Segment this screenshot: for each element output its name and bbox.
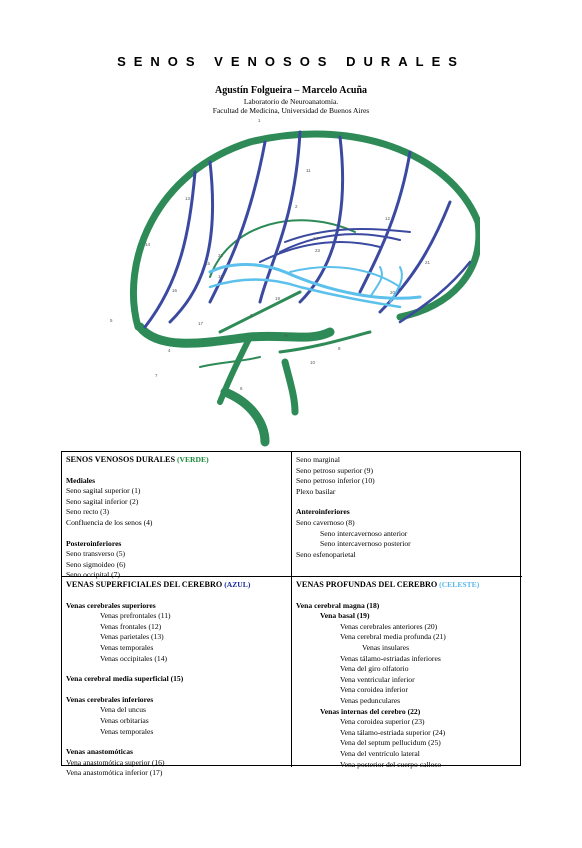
list-item: Venas tálamo-estriadas inferiores [340,653,441,663]
senos-tag: (VERDE) [176,455,209,464]
list-item: Vena anastomótica inferior (17) [66,768,163,778]
diagram-label-9: 9 [285,333,288,338]
jugular [220,387,270,447]
diagram-label-5: 5 [110,318,113,323]
list-item: Vena del giro olfatorio [340,664,409,674]
diagram-label-7: 7 [155,373,158,378]
list-item: Venas insulares [362,642,410,652]
diagram-label-16: 16 [172,288,178,293]
venous-sinus-diagram: 1 2 3 4 5 6 7 8 9 10 11 12 13 14 15 16 1… [110,118,480,447]
inferior-sagittal-sinus [209,219,356,278]
diagram-label-18: 18 [218,274,224,279]
affiliation-line-2: Facultad de Medicina, Universidad de Bue… [212,106,370,115]
diagram-label-23: 23 [315,248,321,253]
list-item: Venas temporales [100,642,154,652]
list-item: Seno sagital inferior (2) [66,496,139,506]
diagram-label-24: 24 [313,236,319,241]
media-title: Vena cerebral media superficial (15) [66,674,184,684]
sup-title: Venas cerebrales superiores [66,600,156,610]
diagram-label-13: 13 [185,196,191,201]
diagram-label-1: 1 [258,118,261,123]
diagram-label-19: 19 [275,296,281,301]
internas-title: Venas internas del cerebro (22) [320,706,421,716]
list-item: Seno esfenoparietal [296,549,356,559]
posteroinferiores-title: Posteroinferiores [66,538,122,548]
senos-cell: SENOS VENOSOS DURALES (VERDE) Mediales S… [62,452,292,579]
superior-sagittal-sinus [129,130,480,331]
diagram-label-8: 8 [338,346,341,351]
superficiales-tag: (AZUL) [224,580,251,589]
profundas-heading: VENAS PROFUNDAS DEL CEREBRO [296,580,438,589]
affiliation-line-1: Laboratorio de Neuroanatomía. [243,97,339,106]
list-item: Confluencia de los senos (4) [66,517,153,527]
list-item: Vena ventricular inferior [340,674,415,684]
list-item: Venas orbitarias [100,715,149,725]
basal-title: Vena basal (19) [320,611,370,621]
authors: Agustín Folgueira – Marcelo Acuña [214,85,368,96]
list-item: Vena posterior del cuerpo calloso [340,759,442,769]
diagram-label-22: 22 [218,253,224,258]
profundas-tag: (CELESTE) [439,580,480,589]
list-item: Venas prefrontales (11) [100,611,171,621]
list-item: Vena coroidea inferior [340,685,408,695]
diagram-label-21: 21 [425,260,431,265]
list-item: Seno petroso superior (9) [296,465,373,475]
list-item: Venas occipitales (14) [100,653,168,663]
diagram-label-4: 4 [168,348,171,353]
diagram-label-3: 3 [250,313,253,318]
anteroinferiores-title: Anteroinferiores [296,507,350,517]
list-item: Venas parietales (13) [100,632,164,642]
anast-title: Venas anastomóticas [66,747,134,757]
list-item: Vena del uncus [100,705,146,715]
list-item: Seno transverso (5) [66,549,126,559]
list-item: Vena tálamo-estriada superior (24) [340,727,446,737]
profundas-cell: VENAS PROFUNDAS DEL CEREBRO (CELESTE) Ve… [292,577,522,769]
mediales-title: Mediales [66,475,96,485]
internal-jugular [281,358,299,416]
superficiales-heading: VENAS SUPERFICIALES DEL CEREBRO [66,580,223,589]
diagram-label-12: 12 [385,216,391,221]
list-item: Venas cerebrales anteriores (20) [340,621,438,631]
list-item: Plexo basilar [296,486,336,496]
occipital-sinus [199,356,261,368]
inf-title: Venas cerebrales inferiores [66,694,154,704]
list-item: Venas frontales (12) [100,621,162,631]
list-item: Venas temporales [100,726,154,736]
list-item: Seno occipital (7) [66,570,120,580]
diagram-label-20: 20 [390,290,396,295]
straight-sinus [218,290,302,334]
list-item: Seno sigmoideo (6) [66,559,126,569]
list-item: Seno intercavernoso anterior [320,528,408,538]
diagram-label-6: 6 [240,386,243,391]
superficiales-cell: VENAS SUPERFICIALES DEL CEREBRO (AZUL) V… [62,577,292,777]
diagram-label-15: 15 [205,261,211,266]
diagram-label-17: 17 [198,321,204,326]
list-item: Seno recto (3) [66,507,110,517]
list-item: Seno cavernoso (8) [296,517,355,527]
magna-title: Vena cerebral magna (18) [296,600,380,610]
list-item: Vena anastomótica superior (16) [66,757,165,767]
list-item: Seno marginal [296,455,340,464]
diagram-label-14: 14 [145,242,151,247]
page-title: SENOS VENOSOS DURALES [117,54,465,69]
list-item: Seno intercavernoso posterior [320,539,411,549]
list-item: Seno sagital superior (1) [66,486,141,496]
list-item: Venas pedunculares [340,695,401,705]
petrosal-sinus [278,330,372,354]
senos-cell-2: Seno marginal Seno petroso superior (9) … [292,452,522,577]
list-item: Vena coroidea superior (23) [340,717,425,727]
diagram-label-10: 10 [310,360,316,365]
list-item: Vena cerebral media profunda (21) [340,632,446,642]
diagram-label-2: 2 [295,204,298,209]
diagram-label-11: 11 [306,168,311,173]
list-item: Vena del ventrículo lateral [340,748,420,758]
list-item: Vena del septum pellucidum (25) [340,738,441,748]
transverse-sinus [135,322,335,348]
legend-table: SENOS VENOSOS DURALES (VERDE) Mediales S… [61,451,522,777]
senos-heading: SENOS VENOSOS DURALES [66,455,176,464]
list-item: Seno petroso inferior (10) [296,476,375,486]
